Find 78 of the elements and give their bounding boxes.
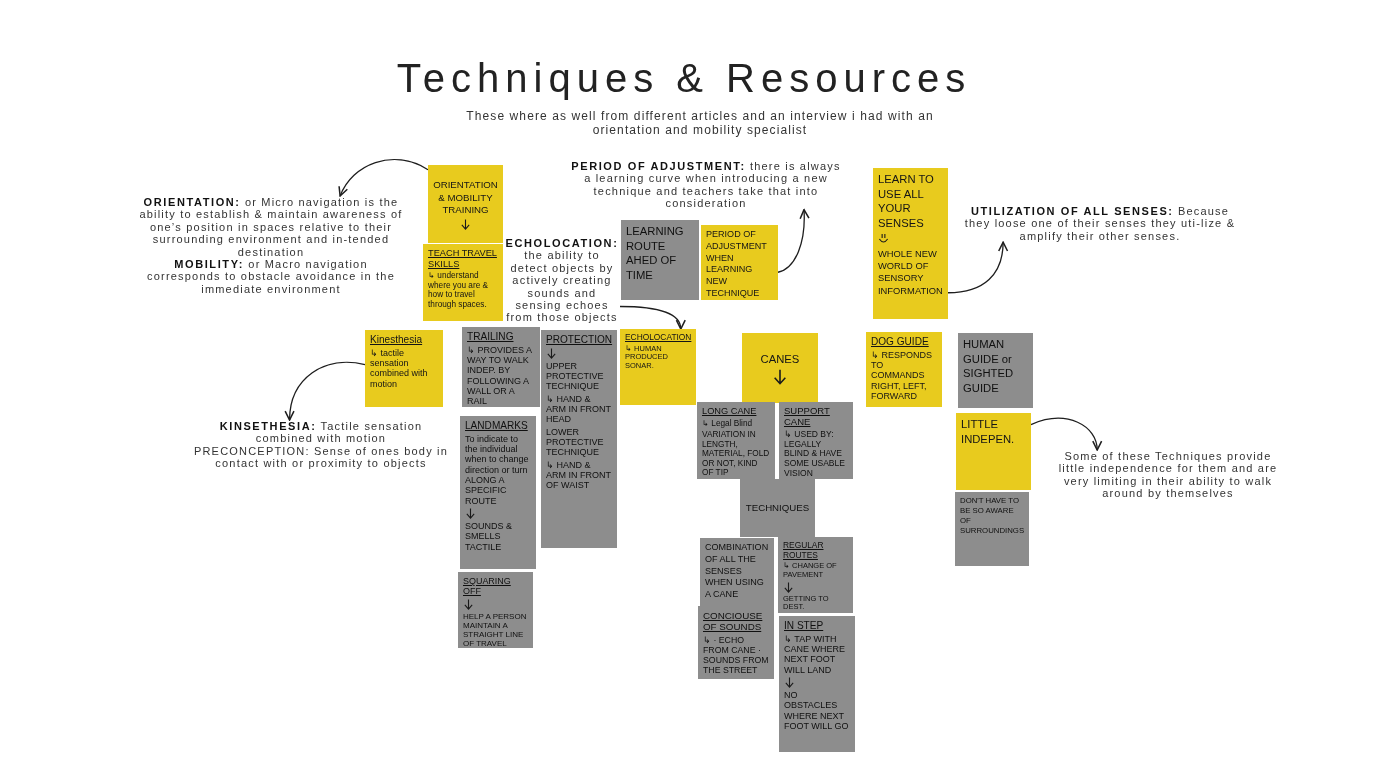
note-heading: TRAILING [467,331,514,343]
note-heading: TEACH TRAVEL SKILLS [428,248,498,270]
sticky-note [458,572,533,648]
note-heading: SQUARING OFF [463,576,512,597]
sticky-note [701,225,778,300]
sticky-note [541,330,617,548]
note-text: ↳ understand where you are & how to travel through spaces. [428,271,490,310]
note-text: TECHNIQUES [745,502,810,515]
note-text: ↳ Legal Blind [702,418,753,429]
note-text: ↳ tactile sensation combined with motion [370,347,429,389]
note-heading: SUPPORT CANE [784,406,831,428]
annotation-text: Some of these Techniques provide little independence for them and are very limiting in their ability to walk around by themselves [1050,450,1286,500]
title: Techniques & Resources [396,55,972,102]
sticky-note [873,168,948,244]
note-text: ↳ RESPONDS TO COMMANDS RIGHT, LEFT, FORWARD [871,349,933,402]
note-text: ↳ PROVIDES A WAY TO WALK INDEP. BY FOLLOWING A WALL OR A RAIL [467,344,533,407]
note-text: WHOLE NEW WORLD OF SENSORY INFORMATION [878,248,943,297]
sticky-note [956,413,1031,490]
sticky-note [740,479,815,537]
note-text: SOUNDS & SMELLS TACTILE [465,521,513,552]
curved-arrow [619,305,685,330]
note-text: LITTLE INDEPEN. [961,417,1016,447]
annotation-text: PRECONCEPTION: Sense of ones body in contact with or proximity to objects [192,444,450,470]
note-heading: PROTECTION [546,334,612,346]
note-text: ↳ HAND & ARM IN FRONT HEAD [546,393,612,425]
sticky-note [428,165,503,243]
sticky-note [778,537,853,613]
note-text: ↳ USED BY: LEGALLY BLIND & HAVE SOME USABLE VISION [784,429,846,479]
subtitle-text: These where as well from different articles and an interview i had with an orientation and mobility specialist [465,109,935,137]
note-text: NO OBSTACLES WHERE NEXT FOOT WILL GO [784,689,850,732]
sticky-note [698,606,774,679]
annotation-text: PERIOD OF ADJUSTMENT: there is always a learning curve when introducing a new technique and teachers take that into consideration [566,160,846,210]
note-text: HELP A PERSON MAINTAIN A STRAIGHT LINE OF TRAVEL [463,611,528,649]
note-heading: IN STEP [784,620,824,632]
sticky-note [365,330,443,407]
annotation-text: UTILIZATION OF ALL SENSES: Because they loose one of their senses they uti-lize & amplify their other senses. [962,205,1238,243]
annotation-text: ECHOLOCATION: the ability to detect objects by actively creating sounds and sensing echoes from those objects [504,237,620,324]
sticky-note [958,333,1033,408]
sticky-note [866,332,942,407]
annotation-text: KINSETHESIA: Tactile sensation combined with motion [218,420,424,445]
curved-arrow [1030,417,1102,451]
note-text: ↳ · ECHO FROM CANE · SOUNDS FROM THE STREET [703,634,769,675]
sticky-note [779,616,855,752]
curved-arrow [339,158,429,197]
note-text: PERIOD OF ADJUSTMENT WHEN LEARNING NEW TECHNIQUE [706,229,768,300]
note-heading: ECHOLOCATION [625,333,691,343]
sticky-note [423,244,503,321]
curved-arrow [777,208,810,273]
note-text: COMBINATION OF ALL THE SENSES WHEN USING A CANE [705,542,769,601]
sticky-note [621,220,699,300]
sticky-note [779,402,853,479]
sticky-note [460,416,536,569]
sticky-note [462,327,540,407]
sticky-note [742,333,818,403]
note-text: LEARNING ROUTE AHED OF TIME [626,224,685,283]
note-text: ↳ TAP WITH CANE WHERE NEXT FOOT WILL LAND [784,633,846,675]
sticky-note [697,402,775,479]
note-text: To indicate to the individual when to change direction or turn ALONG A SPECIFIC ROUTE [465,433,530,506]
curved-arrow [285,361,366,421]
note-heading: DOG GUIDE [871,336,929,348]
note-heading: LANDMARKS [465,420,528,432]
note-text: LOWER PROTECTIVE TECHNIQUE [546,426,605,458]
sticky-note [620,329,696,405]
sticky-note [873,244,948,319]
sticky-note [955,492,1029,566]
curved-arrow [947,241,1008,294]
note-heading: REGULAR ROUTES [783,541,825,561]
note-heading: LONG CANE [702,406,757,417]
note-text: ↳ HAND & ARM IN FRONT OF WAIST [546,459,612,491]
note-text: CANES [760,352,800,367]
annotation-text: MOBILITY: or Macro navigation corresponds to obstacle avoidance in the immediate environment [146,258,396,296]
note-text: UPPER PROTECTIVE TECHNIQUE [546,360,605,392]
note-text: VARIATION IN LENGTH, MATERIAL, FOLD OR NOT, KIND OF TIP [702,430,770,478]
note-heading: CONCIOUSE OF SOUNDS [703,610,764,633]
note-text: LEARN TO USE ALL YOUR SENSES [878,172,935,231]
note-heading: Kinesthesia [370,334,423,346]
note-text: HUMAN GUIDE or SIGHTED GUIDE [963,337,1014,396]
note-text: ORIENTATION & MOBILITY TRAINING [433,179,498,217]
